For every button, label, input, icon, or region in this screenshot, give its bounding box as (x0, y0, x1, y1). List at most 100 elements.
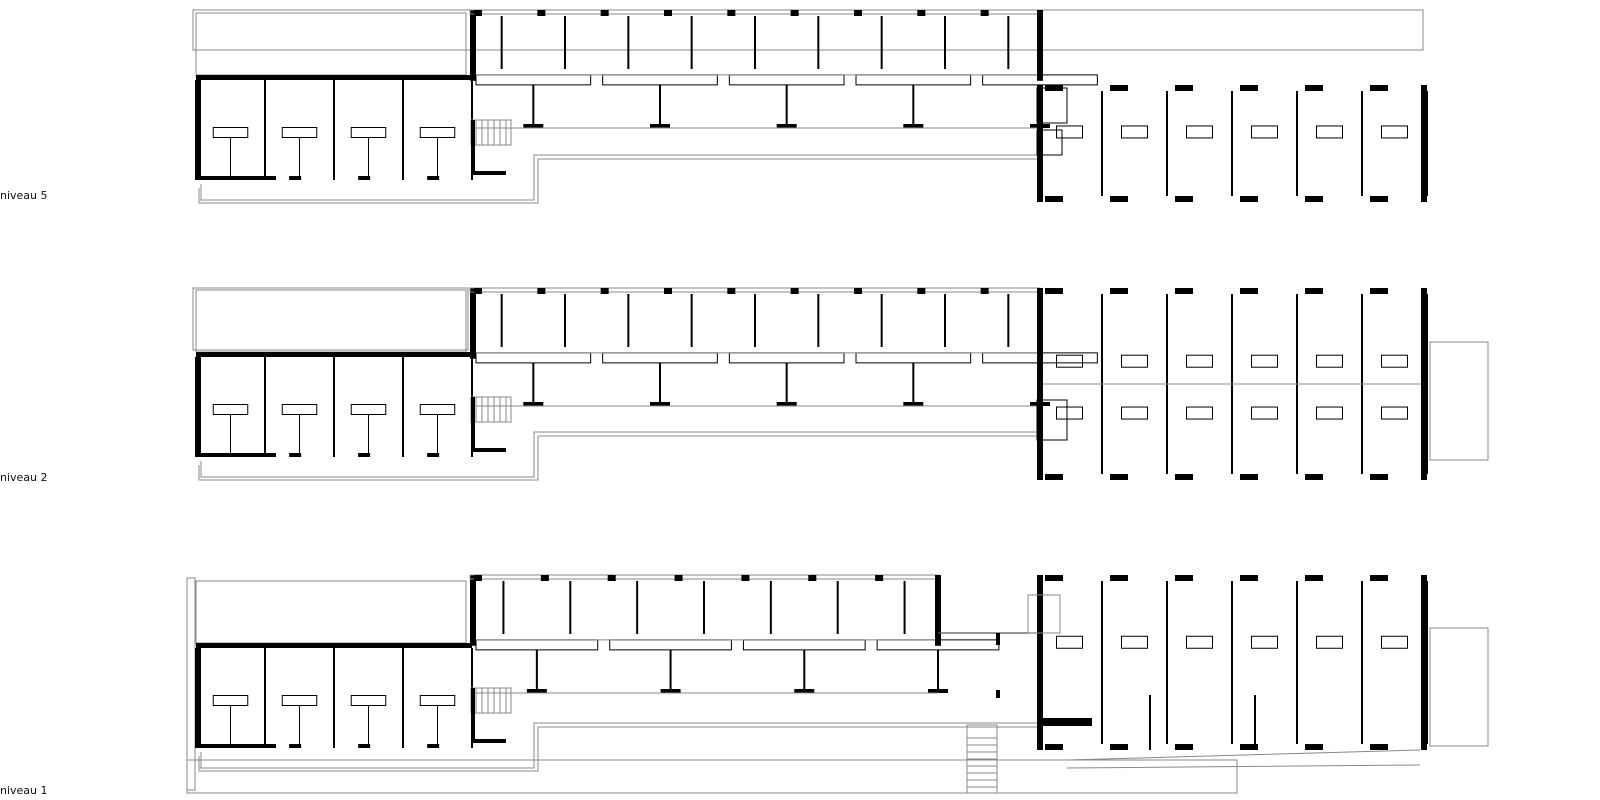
bathroom-pod (1186, 354, 1213, 368)
bathroom-pod (1056, 406, 1083, 420)
window-pier (1240, 196, 1258, 202)
window-pier (537, 288, 546, 294)
exterior-wall (196, 643, 472, 648)
bathroom-pod (1121, 354, 1148, 368)
terrace-outline (200, 431, 1041, 478)
bathroom-pod (609, 639, 732, 651)
window-pier (854, 288, 862, 294)
exterior-wall (1037, 85, 1043, 202)
bathroom-pod (742, 639, 866, 651)
bathroom-pod (1121, 125, 1148, 139)
stair (470, 119, 512, 146)
window-pier (1370, 196, 1388, 202)
window-pier (664, 10, 672, 16)
exterior-wall (1037, 288, 1043, 480)
facade (469, 574, 939, 580)
window-pier (1305, 474, 1323, 480)
window-pier (1370, 85, 1388, 91)
window-pier (1305, 85, 1323, 91)
bathroom-pod (855, 74, 972, 86)
bathroom-pod (982, 352, 1098, 364)
window-pier (1175, 196, 1193, 202)
window-pier (1370, 744, 1388, 750)
stair-wall (471, 448, 506, 452)
window-pier (1045, 288, 1063, 294)
column (996, 690, 1000, 698)
window-pier (1110, 474, 1128, 480)
balcony-outline (1429, 341, 1489, 461)
exterior-wall (196, 744, 276, 748)
bathroom-pod (212, 404, 249, 415)
bathroom-pod (1251, 635, 1278, 649)
window-pier (427, 744, 440, 748)
window-pier (523, 402, 544, 406)
entrance-stair (1027, 594, 1061, 634)
bathroom-pod (1381, 406, 1408, 420)
bathroom-pod (475, 639, 599, 651)
window-pier (1045, 196, 1063, 202)
lift-core (1036, 129, 1063, 156)
window-pier (1305, 575, 1323, 581)
bathroom-pod (281, 695, 318, 706)
window-pier (540, 575, 549, 581)
exterior-wall (935, 575, 941, 646)
window-pier (854, 10, 862, 16)
bathroom-pod (281, 404, 318, 415)
window-pier (523, 124, 544, 128)
window-pier (650, 124, 670, 128)
window-pier (1240, 85, 1258, 91)
bathroom-pod (419, 127, 456, 138)
window-pier (1240, 288, 1258, 294)
bathroom-pod (1251, 354, 1278, 368)
window-pier (808, 575, 817, 581)
window-pier (474, 575, 482, 581)
bathroom-pod (350, 404, 387, 415)
window-pier (741, 575, 750, 581)
floor-plan-niveau-5 (192, 9, 1428, 204)
site-outline (186, 577, 196, 791)
exterior-wall (470, 10, 476, 81)
ramp-outline (1066, 749, 1421, 769)
window-pier (1175, 474, 1193, 480)
window-pier (1175, 85, 1193, 91)
bathroom-pod (1316, 125, 1343, 139)
roof-outline (192, 287, 469, 351)
stair-wall (471, 171, 506, 175)
window-pier (537, 10, 546, 16)
bathroom-pod (212, 695, 249, 706)
bathroom-pod (1121, 406, 1148, 420)
window-pier (1110, 575, 1128, 581)
window-pier (790, 10, 799, 16)
window-pier (776, 402, 797, 406)
exterior-wall (196, 352, 472, 357)
window-pier (917, 288, 926, 294)
exterior-wall (1037, 10, 1043, 81)
window-pier (1175, 744, 1193, 750)
exterior-wall (470, 575, 476, 646)
window-pier (1110, 288, 1128, 294)
window-pier (980, 288, 989, 294)
bathroom-pod (1056, 354, 1083, 368)
window-pier (903, 124, 924, 128)
exterior-wall (1037, 575, 1043, 750)
exterior-wall (196, 453, 276, 457)
exterior-wall (196, 643, 201, 748)
bathroom-pod (1186, 125, 1213, 139)
window-pier (600, 288, 609, 294)
roof-outline (195, 580, 467, 644)
window-pier (794, 689, 815, 693)
bathroom-pod (1251, 125, 1278, 139)
roof-outline (192, 9, 1424, 51)
window-pier (289, 453, 302, 457)
bathroom-pod (1316, 354, 1343, 368)
bathroom-pod (1381, 635, 1408, 649)
window-pier (1305, 288, 1323, 294)
bathroom-pod (876, 639, 1000, 651)
roof-outline (195, 289, 467, 353)
terrace-outline (198, 726, 1041, 772)
exterior-wall (470, 288, 476, 359)
stair (470, 687, 512, 714)
window-pier (1175, 288, 1193, 294)
window-pier (474, 10, 482, 16)
